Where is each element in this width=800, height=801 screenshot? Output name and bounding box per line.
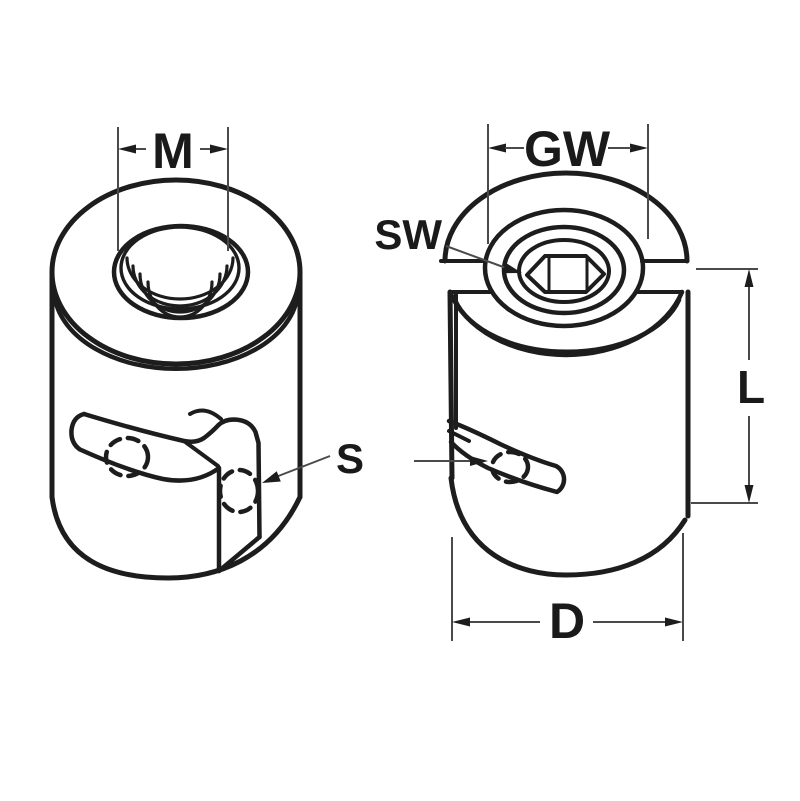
m-arrowhead-right (210, 144, 228, 154)
left-rope-section-dashed-circle (103, 435, 151, 479)
left-thread-arc-2 (131, 264, 229, 308)
sw-arrowhead (502, 262, 522, 274)
left-body-bottom-arc (49, 494, 303, 581)
left-thread-arc-3 (138, 272, 222, 314)
right-body-bottom-arc (448, 475, 688, 578)
dimension-m: M (117, 123, 229, 251)
d-label: D (549, 593, 585, 649)
left-slot-inner-corner-line (182, 439, 220, 468)
gw-arrowhead-right (630, 143, 648, 153)
right-top-face-arc (442, 170, 690, 264)
hex-socket-outline (525, 254, 606, 294)
label-sw: SW (374, 211, 522, 274)
gw-arrowhead-left (488, 143, 506, 153)
right-slot-inner-line (447, 429, 471, 443)
dimension-l: L (691, 268, 765, 504)
left-slot-top-edge (81, 411, 262, 540)
right-slot-outline (446, 418, 567, 495)
l-arrowhead-bottom (744, 485, 754, 503)
left-slot-bottom-edge (69, 411, 222, 574)
left-top-face-ellipse (49, 177, 303, 367)
m-label: M (152, 123, 194, 179)
right-view (439, 170, 691, 578)
right-cut-underside-arc-2 (452, 297, 682, 355)
left-thread-arc-1 (125, 256, 235, 301)
left-slot-bottom-cut-diagonal (216, 534, 262, 574)
right-counterbore-ellipse (482, 207, 646, 329)
s-arrowhead-left (262, 471, 281, 483)
dimension-gw: GW (487, 121, 649, 244)
right-screw-head-chamfer-ellipse (517, 238, 611, 304)
d-arrowhead-right (665, 617, 683, 627)
left-rope-section-dashed-circle-2 (217, 467, 261, 515)
left-thread-crest-ellipse (119, 225, 241, 311)
gw-label: GW (524, 121, 611, 177)
s-arrowhead-right (470, 456, 488, 466)
right-body-left-edge (447, 289, 455, 481)
left-top-rim-arc (52, 296, 300, 371)
left-slot-back-edge (188, 408, 223, 421)
dimension-d: D (451, 533, 684, 649)
right-rope-section-dashed-circle (489, 449, 531, 485)
s-label: S (336, 435, 364, 482)
m-arrowhead-left (118, 144, 136, 154)
sw-leader-line (445, 245, 507, 269)
d-arrowhead-left (452, 617, 470, 627)
left-view (49, 177, 303, 581)
l-label: L (737, 361, 765, 413)
left-thread-arc-4 (146, 280, 214, 319)
l-arrowhead-top (744, 269, 754, 287)
label-s: S (262, 435, 488, 483)
sw-label: SW (374, 211, 442, 258)
